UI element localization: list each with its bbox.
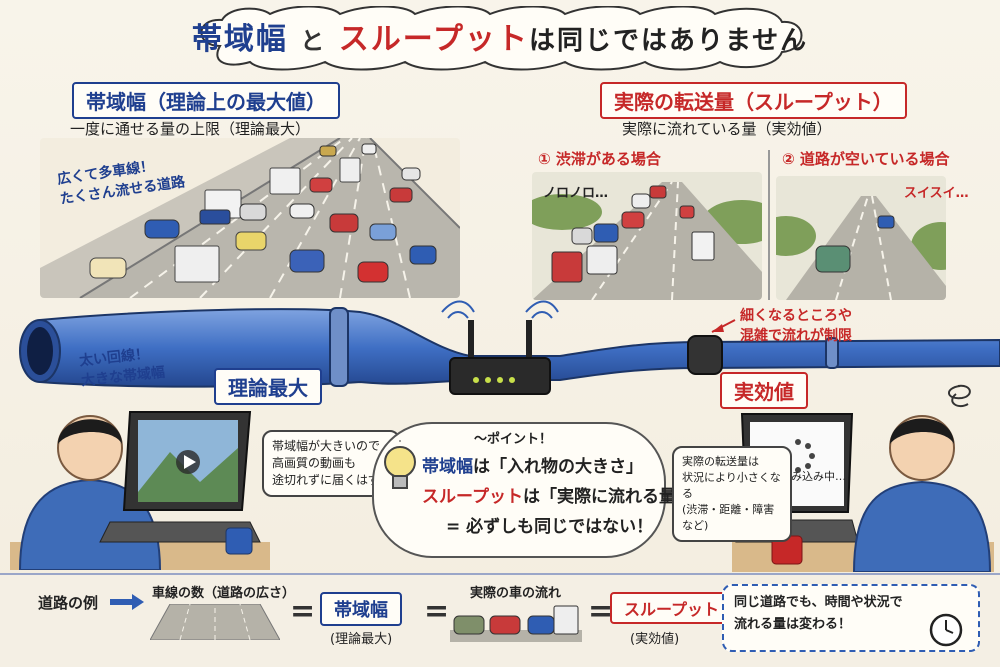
- arrow-right-icon: [110, 594, 144, 610]
- point-bubble: [372, 422, 666, 558]
- throughput-label: 実際の転送量（スループット）: [600, 82, 907, 119]
- left-bubble-line3: 途切れずに届くはず!: [272, 473, 385, 487]
- point-throughput: スループット: [422, 487, 523, 507]
- lanes-road-icon: [150, 604, 280, 640]
- cars-group: [89, 143, 437, 283]
- left-person-illustration: [10, 411, 270, 570]
- bottom-throughput-sub: (実効値): [630, 632, 680, 647]
- clear-highway-scene: [776, 176, 946, 300]
- fast-note: スイスイ…: [904, 186, 969, 201]
- cars-flow-label: 実際の車の流れ: [470, 586, 562, 601]
- point-container-size: は「入れ物の大きさ」: [473, 457, 643, 477]
- road-example-label: 道路の例: [38, 594, 99, 612]
- case-divider: [768, 150, 770, 300]
- page-title: 帯域幅 と スループットは同じではありません: [190, 14, 810, 58]
- title-rest: は同じではありません: [528, 26, 809, 56]
- left-bubble-line2: 高画質の動画も: [272, 456, 357, 470]
- right-bubble-line1: 実際の転送量は: [682, 455, 759, 468]
- bandwidth-label: 帯域幅（理論上の最大値）: [72, 82, 340, 119]
- summary-text: 同じ道路でも、時間や状況で 流れる量は変わる！: [734, 592, 903, 636]
- loading-text: 読み込み中…: [780, 470, 846, 483]
- throughput-subtitle: 実際に流れている量（実効値）: [622, 120, 832, 138]
- summary-line1: 同じ道路でも、時間や状況で: [734, 595, 903, 610]
- bandwidth-subtitle: 一度に通せる量の上限（理論最大）: [70, 120, 311, 138]
- point-line1: 帯域幅は「入れ物の大きさ」: [422, 452, 643, 477]
- title-throughput: スループット: [338, 22, 529, 57]
- right-bubble-line2: 状況により小さくなる: [682, 471, 781, 500]
- congested-highway-scene: [532, 172, 762, 300]
- router-icon: [441, 300, 559, 395]
- bottom-throughput-label: スループット: [610, 592, 734, 624]
- lanes-label: 車線の数（道路の広さ）: [152, 586, 296, 601]
- point-actual-flow: は「実際に流れる量」: [522, 487, 693, 507]
- equals-1: =: [290, 594, 316, 629]
- bottom-bandwidth-sub: (理論最大): [330, 632, 393, 647]
- title-bandwidth: 帯域幅: [191, 22, 288, 57]
- case-congested-label: ① 渋滞がある場合: [538, 150, 661, 168]
- bottom-bandwidth-label: 帯域幅: [320, 592, 402, 626]
- equals-2: =: [424, 594, 450, 629]
- narrow-pipe-note-line2: 混雑で流れが制限: [740, 328, 852, 344]
- theory-max-label: 理論最大: [214, 368, 322, 405]
- narrow-pipe-note-line1: 細くなるところや: [740, 308, 852, 324]
- equals-3: =: [588, 594, 614, 629]
- wide-highway-scene: [40, 138, 460, 298]
- summary-line2: 流れる量は変わる！: [734, 617, 852, 632]
- point-header: 〜ポイント！: [474, 432, 553, 447]
- clock-icon: [929, 613, 963, 647]
- title-cloud: [200, 6, 803, 71]
- slow-note: ノロノロ…: [543, 186, 609, 201]
- right-person-bubble: 実際の転送量は 状況により小さくなる (渋滞・距離・障害など): [672, 446, 792, 542]
- point-line3: = 必ずしも同じではない！: [446, 517, 654, 537]
- right-bubble-line3: (渋滞・距離・障害など): [682, 503, 775, 532]
- case-clear-label: ② 道路が空いている場合: [782, 150, 950, 168]
- title-to: と: [300, 27, 327, 55]
- left-bubble-line1: 帯域幅が大きいので: [272, 439, 381, 453]
- effective-value-label: 実効値: [720, 372, 808, 409]
- narrow-pipe-note: 細くなるところや 混雑で流れが制限: [740, 306, 852, 346]
- point-bandwidth: 帯域幅: [422, 457, 473, 477]
- cars-flow-icon: [450, 605, 582, 642]
- point-line2: スループットは「実際に流れる量」: [422, 482, 693, 507]
- lightbulb-icon: [384, 440, 416, 489]
